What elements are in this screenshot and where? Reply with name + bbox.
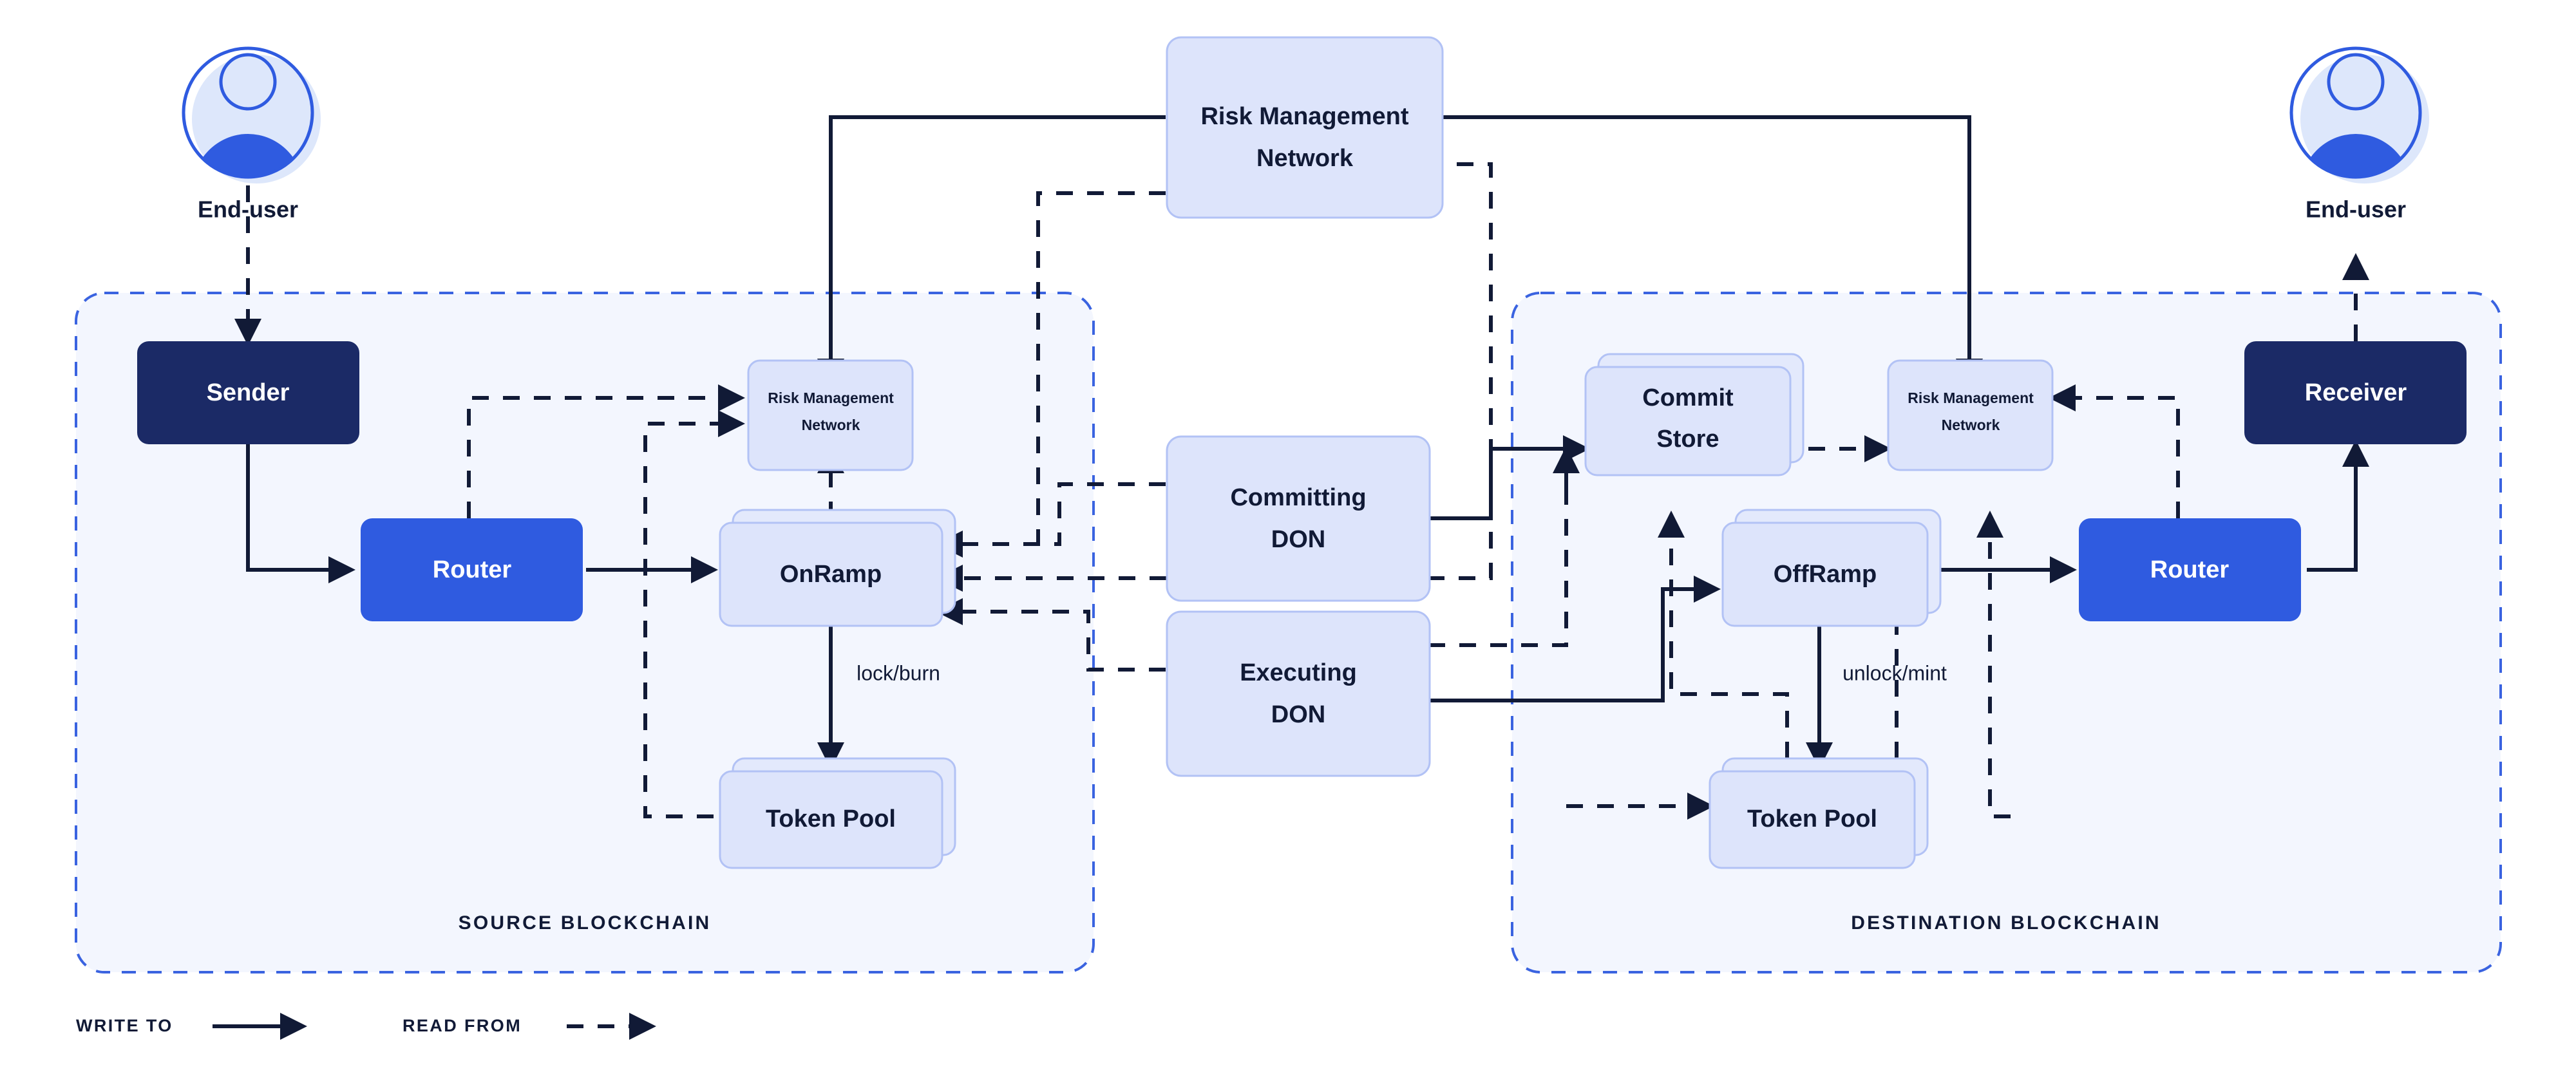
edge-executing-don-reads-commit-store-bus	[1428, 449, 1568, 647]
end-user-left-label: End-user	[198, 196, 298, 223]
user-avatar-body	[2299, 134, 2412, 176]
token-pool-dst-label: Token Pool	[1747, 805, 1877, 832]
rmn-dst-box[interactable]	[1887, 359, 2054, 471]
edge-committing-don-reads-onramp	[936, 482, 1166, 558]
executing-don-label-line2: DON	[1271, 701, 1325, 728]
node-rmn-center[interactable]: Risk Management Network	[1166, 36, 1444, 219]
rmn-center-box[interactable]	[1166, 36, 1444, 219]
committing-don-label-line1: Committing	[1230, 484, 1366, 511]
actor-end-user-left: End-user	[182, 46, 321, 223]
node-onramp[interactable]: OnRamp	[719, 509, 956, 627]
user-avatar-body	[191, 134, 305, 176]
node-sender[interactable]: Sender	[137, 341, 359, 444]
token-pool-src-box[interactable]	[719, 770, 943, 869]
committing-don-label-line2: DON	[1271, 526, 1325, 553]
source-blockchain-label: SOURCE BLOCKCHAIN	[459, 912, 712, 934]
edge-sender-to-router-src	[246, 444, 355, 583]
unlock-mint-label: unlock/mint	[1842, 661, 1947, 684]
edge-rmn-center-to-rmn-src	[817, 115, 1166, 386]
rmn-dst-label-line1: Risk Management	[1908, 390, 2034, 406]
edge-offramp-reads-commit-store	[1658, 511, 1789, 758]
receiver-box[interactable]	[2244, 341, 2467, 444]
node-rmn-dst[interactable]: Risk Management Network	[1887, 359, 2054, 471]
edge-executing-don-reads-onramp	[936, 598, 1166, 672]
router-dst-box[interactable]	[2079, 518, 2301, 621]
node-offramp[interactable]: OffRamp	[1721, 509, 1942, 627]
edge-rmn-center-left-bus	[1036, 191, 1166, 544]
edge-rmn-center-to-rmn-dst	[1364, 115, 1983, 386]
node-receiver[interactable]: Receiver	[2244, 341, 2467, 444]
onramp-box[interactable]	[719, 522, 943, 627]
node-committing-don[interactable]: Committing DON	[1166, 435, 1431, 602]
rmn-center-label-line1: Risk Management	[1200, 103, 1408, 130]
onramp-label: OnRamp	[780, 561, 882, 588]
rmn-center-label-line2: Network	[1256, 145, 1354, 172]
node-executing-don[interactable]: Executing DON	[1166, 610, 1431, 777]
router-dst-label: Router	[2150, 556, 2230, 583]
rmn-src-label-line1: Risk Management	[768, 390, 894, 406]
legend: WRITE TO READ FROM	[76, 1013, 656, 1040]
edge-router-dst-reads-rmn-dst	[2049, 384, 2180, 518]
router-src-label: Router	[433, 556, 512, 583]
node-router-src[interactable]: Router	[361, 518, 583, 621]
legend-read-from-label: READ FROM	[402, 1016, 522, 1035]
node-token-pool-dst[interactable]: Token Pool	[1709, 757, 1929, 869]
rmn-src-label-line2: Network	[802, 417, 860, 433]
sender-box[interactable]	[137, 341, 359, 444]
sender-label: Sender	[207, 379, 290, 406]
edge-router-dst-to-receiver	[2307, 440, 2369, 572]
destination-blockchain-label: DESTINATION BLOCKCHAIN	[1851, 912, 2161, 934]
legend-item-write-to: WRITE TO	[76, 1013, 307, 1040]
end-user-right-label: End-user	[2306, 196, 2406, 223]
lock-burn-label: lock/burn	[857, 661, 940, 684]
user-avatar-head	[2327, 53, 2385, 111]
router-src-box[interactable]	[361, 518, 583, 621]
node-token-pool-src[interactable]: Token Pool	[719, 757, 956, 869]
actor-end-user-right: End-user	[2289, 46, 2429, 223]
edge-committing-don-to-commit-store	[1428, 435, 1590, 520]
node-rmn-src[interactable]: Risk Management Network	[747, 359, 914, 471]
rmn-src-box[interactable]	[747, 359, 914, 471]
offramp-label: OffRamp	[1774, 561, 1877, 588]
user-avatar-icon	[182, 46, 314, 179]
committing-don-box[interactable]	[1166, 435, 1431, 602]
legend-item-read-from: READ FROM	[402, 1013, 656, 1040]
node-router-dst[interactable]: Router	[2079, 518, 2301, 621]
commit-store-label-line2: Store	[1656, 426, 1719, 453]
legend-write-to-label: WRITE TO	[76, 1016, 173, 1035]
token-pool-src-label: Token Pool	[766, 805, 896, 832]
offramp-box[interactable]	[1721, 522, 1929, 627]
rmn-dst-label-line2: Network	[1942, 417, 2000, 433]
executing-don-label-line1: Executing	[1240, 659, 1357, 686]
token-pool-dst-box[interactable]	[1709, 770, 1916, 869]
executing-don-box[interactable]	[1166, 610, 1431, 777]
commit-store-label-line1: Commit	[1642, 384, 1734, 411]
node-commit-store[interactable]: Commit Store	[1584, 353, 1804, 476]
edge-router-src-reads-rmn-src	[467, 384, 745, 518]
edge-executing-don-to-offramp	[1428, 576, 1721, 702]
receiver-label: Receiver	[2305, 379, 2407, 406]
user-avatar-head	[219, 53, 277, 111]
commit-store-box[interactable]	[1584, 366, 1792, 476]
edge-tokenpool-dst-reads-rmn-dst	[1976, 511, 2011, 818]
user-avatar-icon	[2289, 46, 2422, 179]
edge-tokenpool-src-reads-rmn-src	[643, 410, 745, 818]
